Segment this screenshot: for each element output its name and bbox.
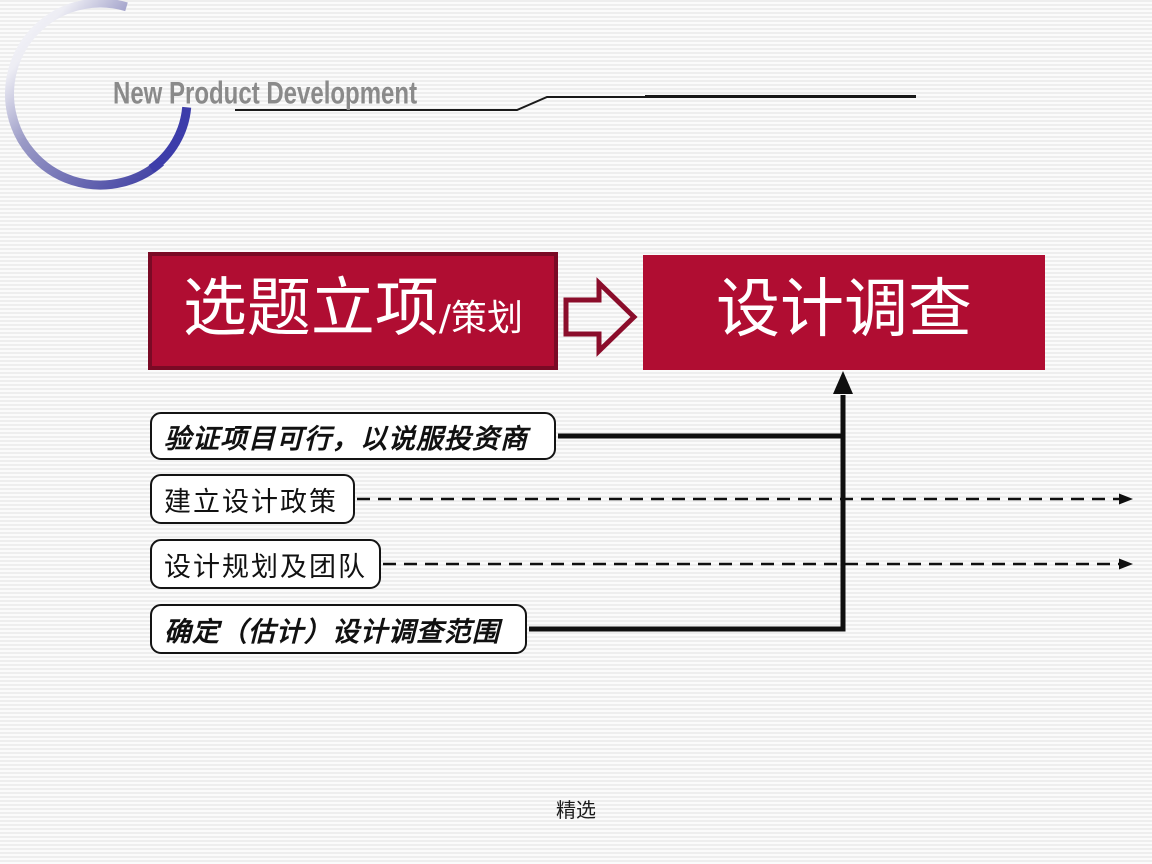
solid-connector-task3: [529, 395, 846, 632]
decorative-inner-arc: [148, 106, 192, 173]
vertical-arrowhead: [833, 371, 853, 394]
task-label: 验证项目可行，以说服投资商: [164, 423, 528, 455]
decorative-circle-arc: [5, 0, 164, 190]
dashed-arrowhead-task2: [1119, 558, 1133, 570]
task-label: 设计规划及团队: [164, 551, 367, 583]
task-label: 建立设计政策: [164, 486, 338, 518]
task-label: 确定（估计）设计调查范围: [164, 616, 500, 648]
footer-watermark: 精选: [556, 798, 596, 822]
block-arrow-icon: [563, 277, 638, 357]
task-box-survey-scope: 确定（估计）设计调查范围: [150, 604, 527, 654]
task-box-verify-feasibility: 验证项目可行，以说服投资商: [150, 412, 556, 460]
task-box-design-planning-team: 设计规划及团队: [150, 539, 381, 589]
page-title: New Product Development: [113, 76, 418, 111]
dashed-arrowhead-task1: [1119, 493, 1133, 505]
stage-box-design-survey: 设计调查: [643, 255, 1045, 370]
stage-box-topic-approval: 选题立项/策划: [148, 252, 558, 370]
stage1-main-label: 选题立项: [182, 272, 439, 346]
stage1-suffix-label: /策划: [438, 298, 524, 339]
stage2-label: 设计调查: [716, 273, 972, 347]
task-box-design-policy: 建立设计政策: [150, 474, 355, 524]
